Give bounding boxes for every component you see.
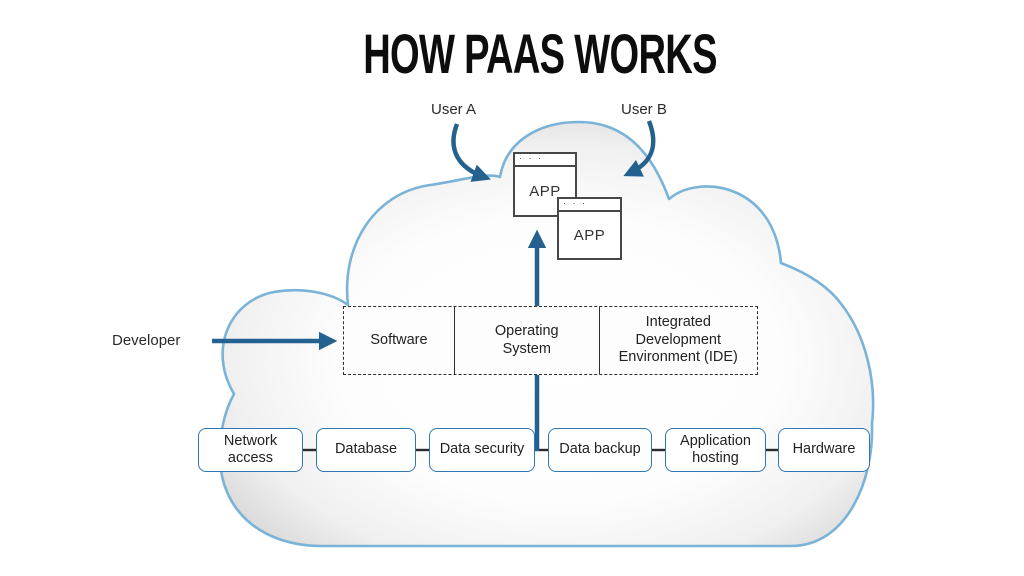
platform-cell-operating-system: Operating System bbox=[453, 307, 599, 374]
infra-box-label: Network access bbox=[223, 432, 278, 466]
user-b-label: User B bbox=[621, 101, 667, 118]
infra-box-hardware: Hardware bbox=[778, 428, 870, 472]
window-dots-icon: · · · bbox=[563, 197, 587, 208]
app-window-label: APP bbox=[529, 182, 561, 200]
infra-box-database: Database bbox=[316, 428, 416, 472]
infra-box-label: Database bbox=[334, 441, 398, 458]
user-b-arrow bbox=[623, 120, 656, 177]
window-titlebar: · · · bbox=[559, 197, 620, 212]
app-window: · · · APP bbox=[557, 197, 622, 260]
window-body: APP bbox=[515, 167, 575, 215]
infra-box-network-access: Network access bbox=[198, 428, 303, 472]
user-a-arrow bbox=[451, 123, 491, 182]
infra-box-label: Data backup bbox=[559, 441, 641, 458]
window-dots-icon: · · · bbox=[519, 152, 543, 163]
platform-cell-label: Software bbox=[370, 331, 428, 348]
infra-box-label: Hardware bbox=[792, 441, 856, 458]
user-a-label: User A bbox=[431, 101, 477, 118]
platform-box: Software Operating System Integrated Dev… bbox=[343, 306, 758, 375]
page-title-text: HOW PAAS WORKS bbox=[363, 22, 717, 85]
platform-cell-ide: Integrated Development Environment (IDE) bbox=[598, 307, 757, 374]
app-window-label: APP bbox=[573, 226, 606, 244]
window-titlebar: · · · bbox=[515, 152, 575, 167]
infra-box-label: Application hosting bbox=[680, 432, 751, 466]
platform-cell-label: Integrated Development Environment (IDE) bbox=[618, 313, 738, 366]
infra-box-label: Data security bbox=[439, 441, 525, 458]
platform-cell-software: Software bbox=[344, 307, 454, 374]
infra-box-data-security: Data security bbox=[429, 428, 535, 472]
developer-label: Developer bbox=[112, 332, 181, 349]
platform-cell-label: Operating System bbox=[494, 322, 559, 357]
infra-box-data-backup: Data backup bbox=[548, 428, 652, 472]
page-title: HOW PAAS WORKS bbox=[28, 26, 1024, 82]
infra-box-application-hosting: Application hosting bbox=[665, 428, 766, 472]
window-body: APP bbox=[559, 212, 620, 258]
